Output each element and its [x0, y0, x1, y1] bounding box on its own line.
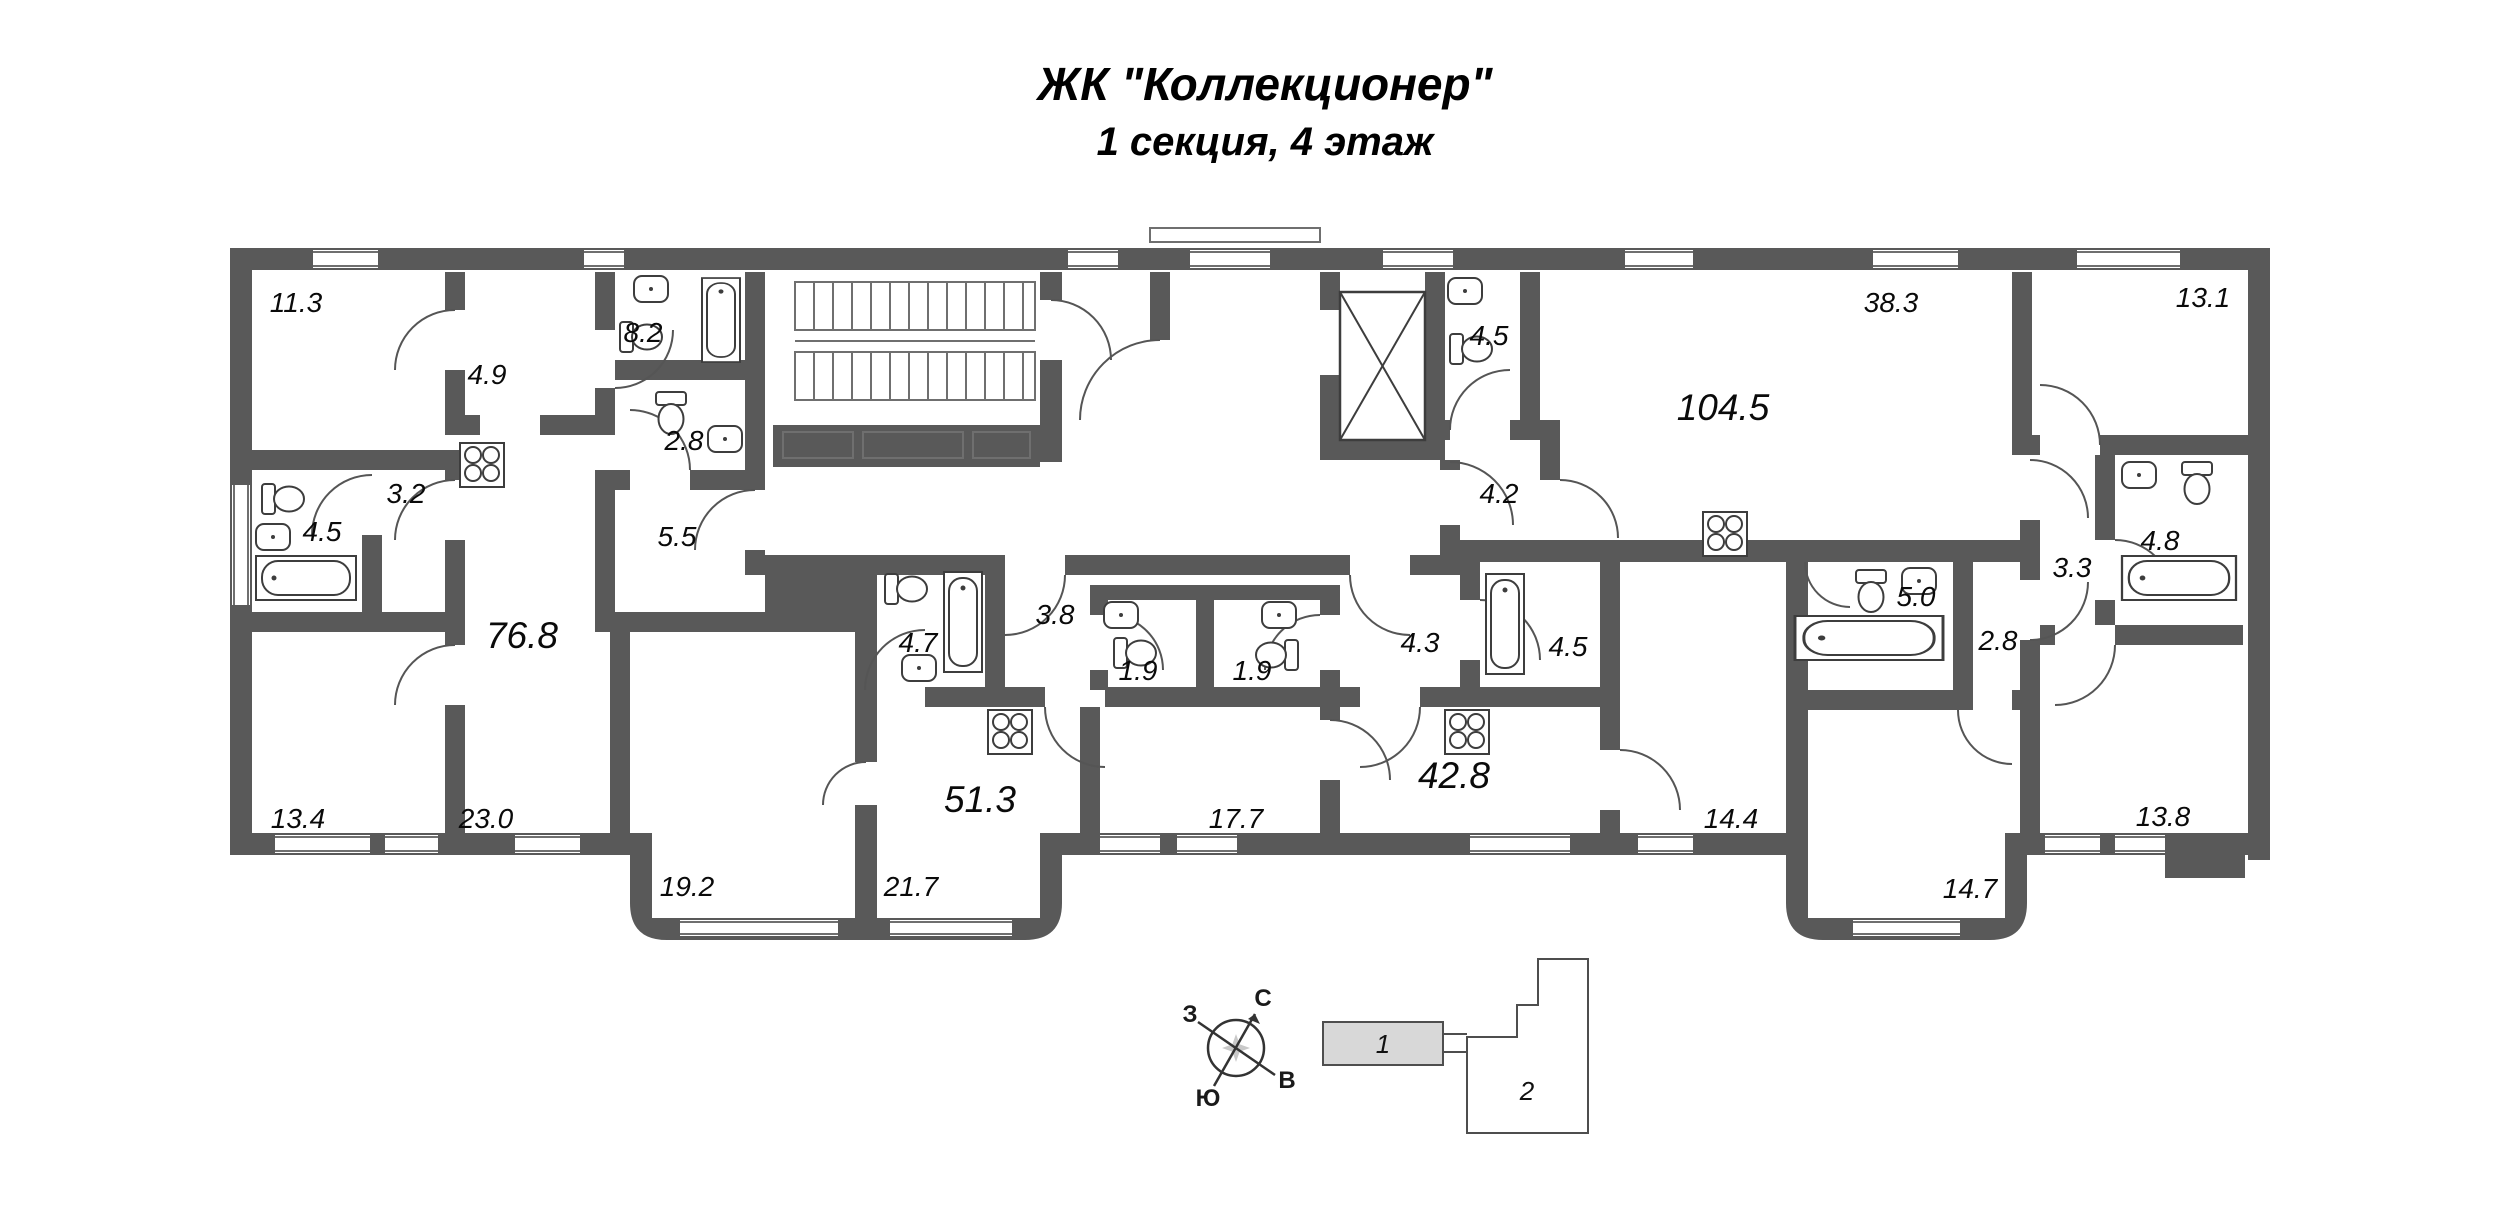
room-3-8-label: 3.8 — [1036, 599, 1075, 630]
room-21-7-label: 21.7 — [883, 871, 940, 902]
sink-icon — [2121, 461, 2157, 489]
room-4-3-label: 4.3 — [1401, 627, 1440, 658]
room-8-2-label: 8.2 — [624, 317, 663, 348]
stairs-icon — [782, 281, 1036, 459]
apt-104-total-label: 104.5 — [1677, 387, 1770, 428]
room-38-3-label: 38.3 — [1864, 287, 1919, 318]
room-4-5-left-label: 4.5 — [303, 516, 342, 547]
room-4-7-label: 4.7 — [899, 627, 939, 658]
bathtub-icon — [2120, 554, 2238, 602]
room-13-8-label: 13.8 — [2136, 801, 2191, 832]
door-arcs — [311, 299, 2174, 811]
room-2-8-left-label: 2.8 — [664, 425, 704, 456]
sink-icon — [1261, 601, 1297, 629]
room-4-5-mid-label: 4.5 — [1549, 631, 1588, 662]
plan-subtitle: 1 секция, 4 этаж — [1097, 120, 1436, 164]
sink-icon — [255, 523, 291, 551]
sink-icon — [707, 425, 743, 453]
window-icon — [232, 227, 2180, 936]
key-plan-section-2 — [1466, 958, 1589, 1134]
room-2-8-right-label: 2.8 — [1978, 625, 2018, 656]
room-14-4-label: 14.4 — [1704, 803, 1759, 834]
stove-icon — [1444, 709, 1490, 755]
elevator-icon — [1338, 290, 1427, 442]
sink-icon — [1447, 277, 1483, 305]
room-3-2-label: 3.2 — [387, 478, 426, 509]
compass-north-label: С — [1254, 985, 1271, 1012]
room-3-3-label: 3.3 — [2053, 552, 2092, 583]
apt-76-total-label: 76.8 — [486, 615, 558, 656]
room-13-4-label: 13.4 — [271, 803, 326, 834]
room-5-0-label: 5.0 — [1897, 581, 1936, 612]
stove-icon — [1702, 511, 1748, 557]
room-4-9-label: 4.9 — [468, 359, 507, 390]
room-4-5-top-label: 4.5 — [1470, 320, 1509, 351]
key-plan-section-1 — [1322, 1021, 1444, 1066]
stove-icon — [459, 442, 505, 488]
bathtub-icon — [1485, 573, 1525, 675]
north-arrow-icon — [1248, 1014, 1260, 1024]
room-23-0-label: 23.0 — [458, 803, 514, 834]
room-13-1-label: 13.1 — [2176, 282, 2231, 313]
compass-west-label: З — [1182, 1001, 1197, 1028]
apt-42-total-label: 42.8 — [1418, 755, 1490, 796]
compass-rose: С З В Ю — [1182, 985, 1295, 1112]
sink-icon — [901, 654, 937, 682]
bathtub-icon — [1793, 614, 1945, 662]
bathtub-icon — [255, 555, 357, 601]
key-plan-section-2-label: 2 — [1519, 1076, 1535, 1106]
windows — [232, 227, 2180, 936]
sink-icon — [633, 275, 669, 303]
toilet-icon — [884, 573, 928, 605]
apt-51-total-label: 51.3 — [944, 779, 1016, 820]
room-17-7-label: 17.7 — [1209, 803, 1265, 834]
room-14-7-label: 14.7 — [1943, 873, 1999, 904]
room-area-labels: 76.8 11.3 4.9 8.2 2.8 3.2 4.5 5.5 13.4 2… — [270, 282, 2230, 904]
compass-south-label: Ю — [1196, 1085, 1221, 1112]
room-4-2-label: 4.2 — [1480, 478, 1519, 509]
sink-icon — [1103, 601, 1139, 629]
bathtub-icon — [701, 277, 741, 364]
key-plan: 1 2 — [1322, 958, 1589, 1134]
room-19-2-label: 19.2 — [660, 871, 715, 902]
plan-title: ЖК "Коллекционер" — [1036, 58, 1494, 110]
room-5-5-label: 5.5 — [658, 521, 697, 552]
room-11-3-label: 11.3 — [270, 287, 323, 318]
room-1-9-a-label: 1.9 — [1119, 655, 1158, 686]
toilet-icon — [2181, 461, 2213, 505]
bathtub-icon — [943, 571, 983, 673]
room-4-8-label: 4.8 — [2141, 525, 2180, 556]
toilet-icon — [1855, 569, 1887, 613]
compass-east-label: В — [1278, 1067, 1295, 1094]
stove-icon — [987, 709, 1033, 755]
room-1-9-b-label: 1.9 — [1233, 655, 1272, 686]
key-plan-section-1-label: 1 — [1376, 1029, 1390, 1059]
toilet-icon — [261, 483, 305, 515]
